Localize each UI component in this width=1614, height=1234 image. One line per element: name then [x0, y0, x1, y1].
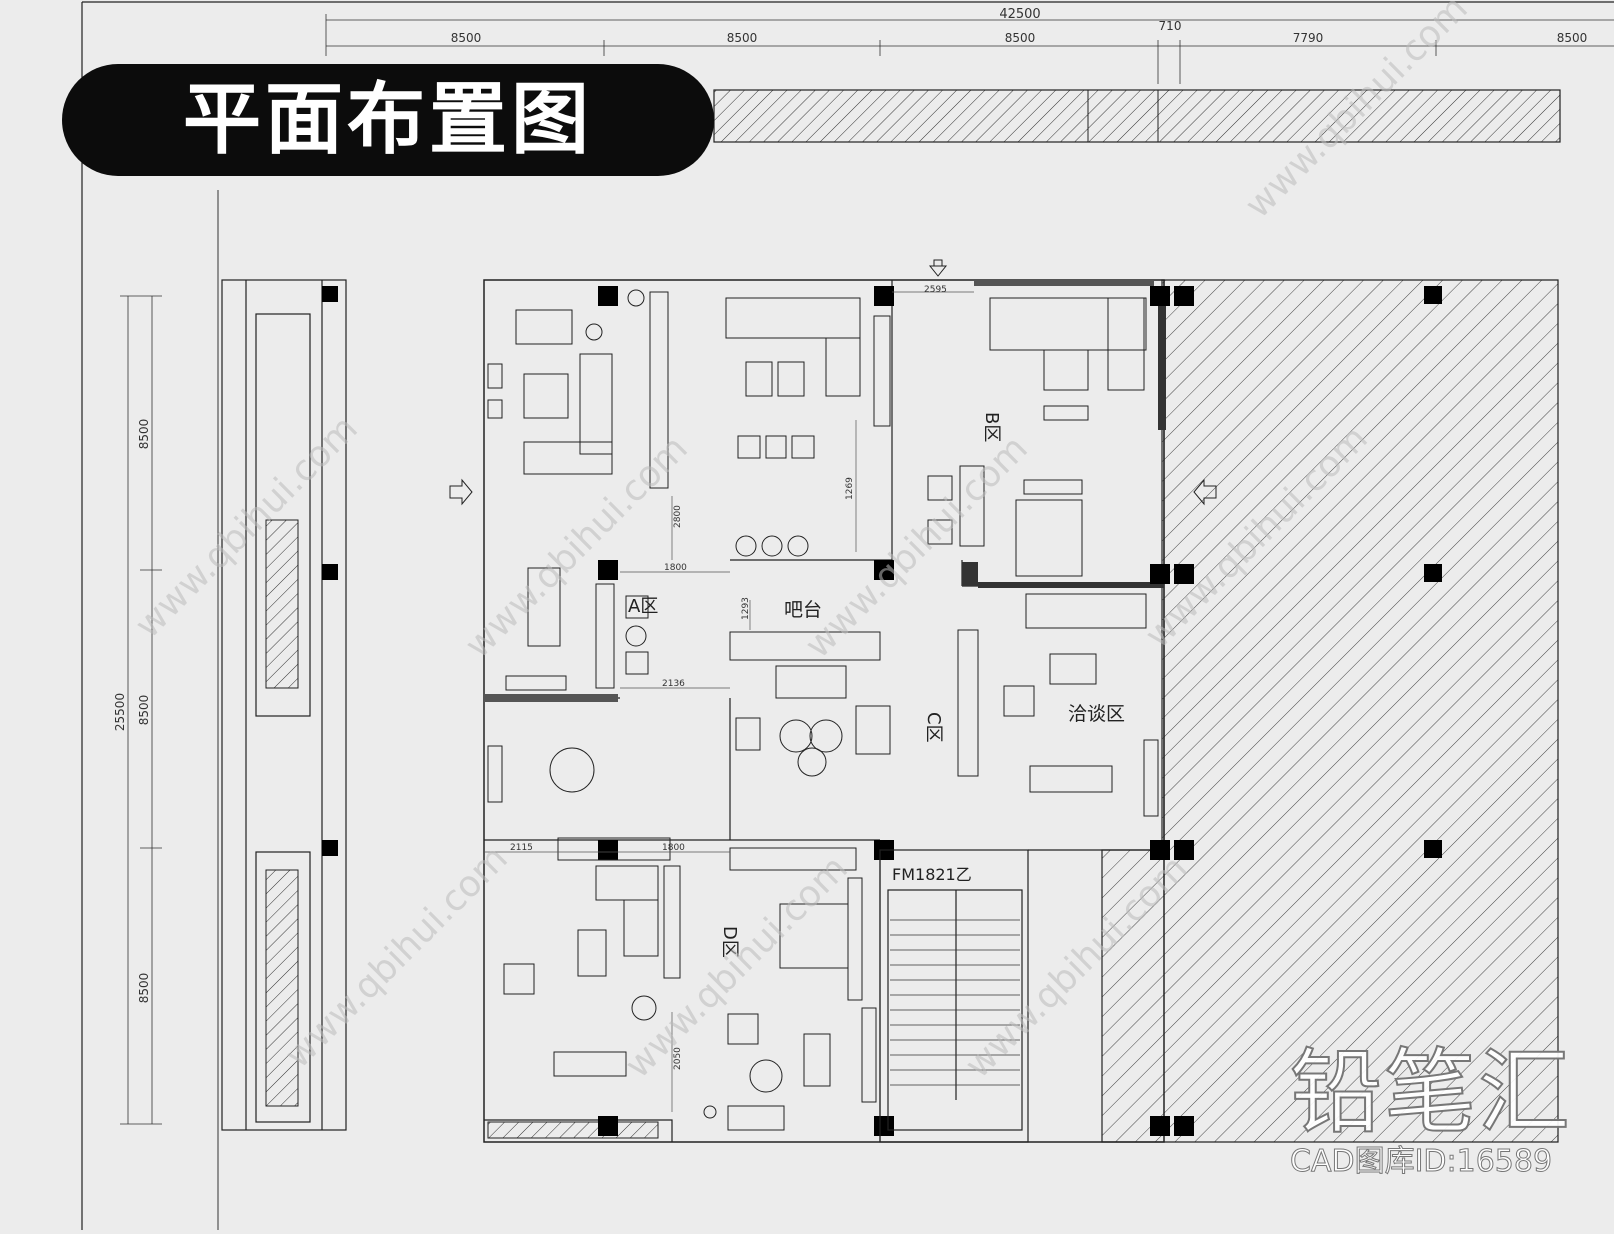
dim-inner: 1800	[662, 843, 685, 853]
dim-inner: 1269	[845, 477, 855, 500]
page-title: 平面布置图	[182, 75, 593, 165]
wall-thick	[1158, 290, 1166, 430]
watermark-url: www.qbihui.com	[797, 428, 1035, 666]
column	[1424, 840, 1442, 858]
hatched-area-right	[1101, 279, 1559, 1143]
wall-thick	[484, 694, 618, 702]
dim-left-total: 25500	[113, 693, 127, 731]
top-dimension-chain	[325, 14, 1614, 84]
title-badge: 平面布置图	[62, 64, 714, 176]
furniture	[487, 289, 1159, 1131]
main-floor-outline	[483, 279, 1165, 1143]
watermark-url: www.qbihui.com	[277, 838, 515, 1076]
dim-top-seg: 8500	[1005, 31, 1036, 45]
dim-inner: 2050	[673, 1047, 683, 1070]
hatched-wall-bottom	[487, 1121, 659, 1139]
dim-top-seg: 710	[1159, 19, 1182, 33]
room-label-bar: 吧台	[784, 599, 822, 621]
dim-top-seg: 8500	[1557, 31, 1588, 45]
room-label-a: A区	[628, 596, 658, 617]
dim-left-seg: 8500	[137, 973, 151, 1004]
stair-treads	[890, 919, 1020, 1086]
escalator-1	[265, 519, 299, 689]
room-label-d: D区	[719, 926, 740, 958]
dim-inner: 2136	[662, 679, 685, 689]
library-id: CAD图库ID:16589	[1290, 1144, 1553, 1180]
dim-top-total: 42500	[999, 7, 1040, 22]
wall-thick	[974, 280, 1154, 286]
column	[1424, 286, 1442, 304]
interior-walls	[484, 280, 1165, 1142]
watermark-url: www.qbihui.com	[457, 428, 695, 666]
stairwell	[879, 849, 1029, 1143]
column	[322, 286, 338, 302]
dim-left-seg: 8500	[137, 695, 151, 726]
wall-thick	[978, 582, 1164, 588]
dim-inner: 2115	[510, 843, 533, 853]
hatched-strip-top	[713, 89, 1561, 143]
dim-top-seg: 8500	[451, 31, 482, 45]
room-label-b: B区	[981, 412, 1002, 442]
room-label-negotiation: 洽谈区	[1068, 703, 1125, 725]
dim-left-seg: 8500	[137, 419, 151, 450]
dim-inner: 2800	[673, 505, 683, 528]
escalator-corridor	[221, 279, 347, 1131]
door-label: FM1821乙	[892, 865, 972, 884]
entrance-arrow-icon	[928, 259, 948, 277]
dim-inner: 1293	[741, 597, 751, 620]
brand-logo: 铅笔汇	[1289, 1038, 1573, 1147]
watermark-url: www.qbihui.com	[617, 848, 855, 1086]
column	[322, 564, 338, 580]
column	[322, 840, 338, 856]
inner-dimension-lines	[484, 291, 974, 1112]
entrance-arrow-icon	[1193, 478, 1217, 506]
left-dimension-chain	[120, 295, 162, 1125]
room-label-c: C区	[923, 712, 944, 743]
column	[1424, 564, 1442, 582]
dim-inner: 2595	[924, 285, 947, 295]
dim-inner: 1800	[664, 563, 687, 573]
entrance-arrow-icon	[449, 478, 473, 506]
dim-top-seg: 8500	[727, 31, 758, 45]
escalator-2	[265, 869, 299, 1107]
wall-thick	[962, 562, 978, 586]
wall-bottom-left	[484, 1119, 673, 1142]
dim-top-seg: 7790	[1293, 31, 1324, 45]
